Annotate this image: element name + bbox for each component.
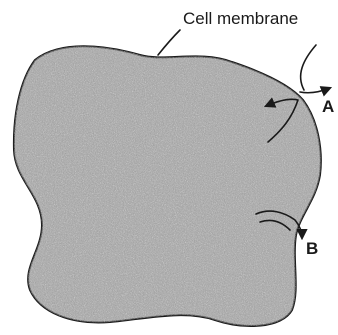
cell-texture	[14, 46, 321, 326]
arrow-a-outer	[301, 45, 316, 90]
membrane-leader-line	[158, 30, 180, 55]
label-b: B	[306, 239, 318, 258]
membrane-label: Cell membrane	[183, 9, 298, 28]
label-a: A	[322, 97, 334, 116]
